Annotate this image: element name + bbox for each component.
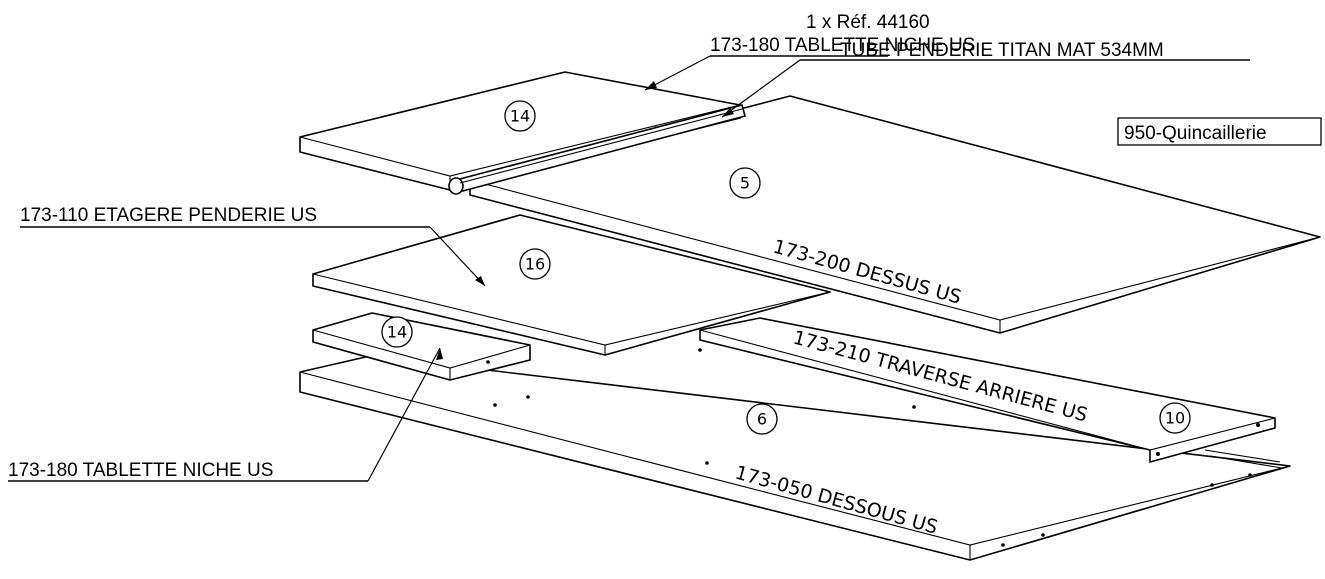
svg-text:14: 14 [387,323,407,342]
part-etagere-penderie [312,214,831,356]
tablette-top-label: 173-180 TABLETTE NICHE US [710,35,975,56]
balloon-14-top: 14 [504,100,536,132]
ref-label-line1: 1 x Réf. 44160 [806,12,930,33]
part-tablette-niche-lower [312,312,531,381]
balloon-14-bottom: 14 [381,316,413,348]
svg-text:16: 16 [525,255,545,274]
balloon-16: 16 [519,248,551,280]
svg-text:10: 10 [1165,409,1185,428]
etagere-label: 173-110 ETAGERE PENDERIE US [20,205,317,226]
quincaillerie-label: 950-Quincaillerie [1124,123,1267,144]
leader-lines [8,55,1250,482]
part-tube-penderie [448,104,746,195]
part-dessous [299,355,1291,561]
part-traverse-arriere [698,317,1276,463]
balloon-5: 5 [729,167,761,199]
ref-label-line2: TUBE PENDERIE TITAN MAT 534MM [840,40,1164,61]
balloon-10: 10 [1159,402,1191,434]
svg-text:6: 6 [757,410,767,429]
balloon-6: 6 [746,403,778,435]
tablette-bottom-label: 173-180 TABLETTE NICHE US [8,460,273,481]
quincaillerie-box [1117,117,1322,146]
svg-text:14: 14 [510,107,530,126]
svg-text:5: 5 [740,174,750,193]
